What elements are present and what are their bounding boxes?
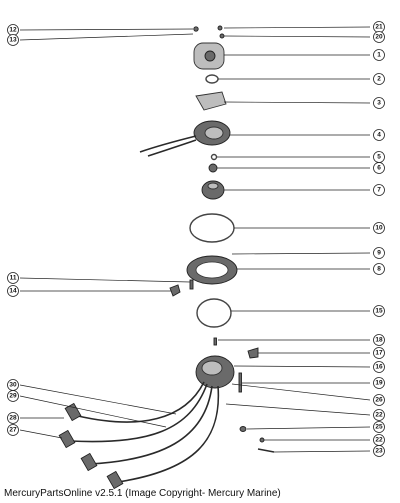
part-22-lower xyxy=(259,437,265,443)
seal-ring-part xyxy=(196,298,232,328)
part-25 xyxy=(239,426,247,432)
svg-text:17: 17 xyxy=(375,350,383,357)
screw-20-part xyxy=(219,33,225,39)
svg-text:22: 22 xyxy=(375,437,383,444)
callout-14: 14 xyxy=(7,285,19,297)
spring-23-part xyxy=(257,448,275,453)
svg-text:25: 25 xyxy=(375,424,383,431)
callout-6: 6 xyxy=(373,162,385,174)
svg-text:1: 1 xyxy=(377,52,381,59)
callout-18: 18 xyxy=(373,334,385,346)
callout-4: 4 xyxy=(373,129,385,141)
svg-text:2: 2 xyxy=(377,76,381,83)
screw-12-part xyxy=(193,26,199,32)
svg-text:15: 15 xyxy=(375,308,383,315)
callout-16: 16 xyxy=(373,361,385,373)
callout-9: 9 xyxy=(373,247,385,259)
svg-text:21: 21 xyxy=(375,24,383,31)
svg-text:4: 4 xyxy=(377,132,381,139)
svg-text:12: 12 xyxy=(9,27,17,34)
clamp-17-part xyxy=(247,347,259,359)
callout-22a: 22 xyxy=(373,409,385,421)
callout-8: 8 xyxy=(373,263,385,275)
svg-text:3: 3 xyxy=(377,100,381,107)
pin-18-part xyxy=(213,337,217,346)
washer-part xyxy=(210,153,218,161)
svg-text:11: 11 xyxy=(10,275,17,282)
gasket-ring-part xyxy=(189,213,235,243)
callout-27: 27 xyxy=(7,424,19,436)
svg-text:27: 27 xyxy=(9,427,17,434)
callout-1: 1 xyxy=(373,49,385,61)
callout-26: 26 xyxy=(373,394,385,406)
housing-ring-part xyxy=(186,255,238,285)
callout-17: 17 xyxy=(373,347,385,359)
callout-20: 20 xyxy=(373,31,385,43)
callout-23: 23 xyxy=(373,445,385,457)
svg-text:19: 19 xyxy=(375,380,383,387)
callout-25: 25 xyxy=(373,421,385,433)
svg-text:28: 28 xyxy=(9,415,17,422)
svg-text:18: 18 xyxy=(375,337,383,344)
callout-22b: 22 xyxy=(373,434,385,446)
callout-5: 5 xyxy=(373,151,385,163)
callout-30: 30 xyxy=(7,379,19,391)
svg-text:16: 16 xyxy=(375,364,383,371)
svg-text:10: 10 xyxy=(375,225,383,232)
callout-3: 3 xyxy=(373,97,385,109)
svg-text:5: 5 xyxy=(377,154,381,161)
callout-12: 12 xyxy=(7,24,19,36)
callout-10: 10 xyxy=(373,222,385,234)
callout-29: 29 xyxy=(7,390,19,402)
callout-15: 15 xyxy=(373,305,385,317)
leader-lines xyxy=(19,26,371,453)
distributor-base-part xyxy=(195,355,235,389)
o-ring-part xyxy=(205,74,219,84)
callout-2: 2 xyxy=(373,73,385,85)
callout-28: 28 xyxy=(7,412,19,424)
cap-plate-part xyxy=(193,42,225,70)
stator-part xyxy=(139,120,231,157)
svg-text:14: 14 xyxy=(9,288,17,295)
callout-19: 19 xyxy=(373,377,385,389)
svg-text:7: 7 xyxy=(377,187,381,194)
svg-text:13: 13 xyxy=(9,37,17,44)
svg-text:6: 6 xyxy=(377,165,381,172)
clip-14-part xyxy=(169,284,181,297)
svg-text:30: 30 xyxy=(9,382,17,389)
svg-text:29: 29 xyxy=(9,393,17,400)
callout-11: 11 xyxy=(7,272,19,284)
ignition-leads xyxy=(58,381,220,490)
svg-text:22: 22 xyxy=(375,412,383,419)
callout-21: 21 xyxy=(373,21,385,33)
screw-11-part xyxy=(189,279,194,290)
plate-part xyxy=(195,91,227,111)
svg-text:20: 20 xyxy=(375,34,383,41)
rotor-part xyxy=(201,180,225,200)
screw-21-part xyxy=(217,25,223,31)
copyright-caption: MercuryPartsOnline v2.5.1 (Image Copyrig… xyxy=(4,488,281,499)
svg-text:26: 26 xyxy=(375,397,383,404)
svg-text:23: 23 xyxy=(375,448,383,455)
callout-13: 13 xyxy=(7,34,19,46)
callout-7: 7 xyxy=(373,184,385,196)
svg-text:8: 8 xyxy=(377,266,381,273)
bolt-19-part xyxy=(238,372,242,393)
nut-part xyxy=(208,163,218,173)
svg-text:9: 9 xyxy=(377,250,381,257)
